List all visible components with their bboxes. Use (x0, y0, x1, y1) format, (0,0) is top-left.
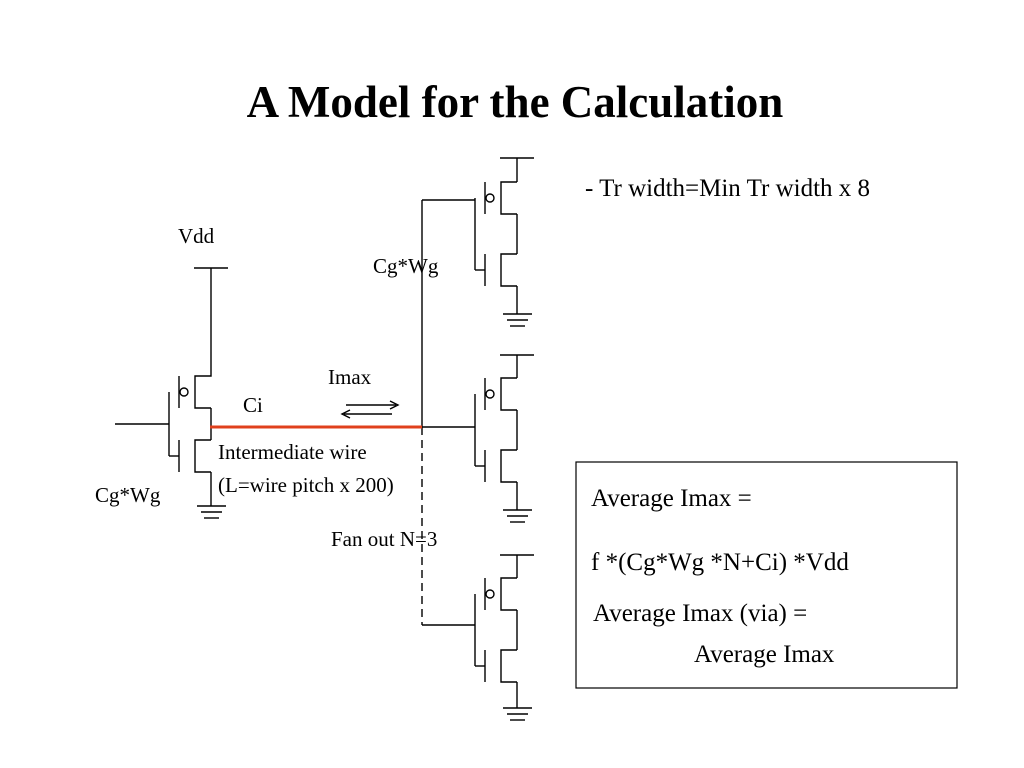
receiver-inverter-3 (422, 554, 534, 721)
formula-line2: f *(Cg*Wg *N+Ci) *Vdd (591, 549, 849, 576)
formula-line4: Average Imax (694, 641, 835, 668)
receiver-inverter-1 (422, 157, 534, 327)
imax-arrows (340, 400, 400, 419)
imax-label: Imax (328, 365, 372, 389)
receiver-inverter-2 (422, 354, 534, 523)
formula-box: Average Imax = f *(Cg*Wg *N+Ci) *Vdd Ave… (575, 461, 958, 689)
wire-label-line2: (L=wire pitch x 200) (218, 473, 394, 497)
driver-inverter (115, 267, 228, 519)
cgwg-top-label: Cg*Wg (373, 254, 439, 278)
tr-width-note: - Tr width=Min Tr width x 8 (585, 175, 870, 202)
vdd-label: Vdd (178, 224, 215, 248)
formula-line3: Average Imax (via) = (593, 600, 807, 627)
ci-label: Ci (243, 393, 263, 417)
fanout-label: Fan out N=3 (331, 527, 437, 551)
wire-label-line1: Intermediate wire (218, 440, 367, 464)
cgwg-left-label: Cg*Wg (95, 483, 161, 507)
page-title: A Model for the Calculation (246, 77, 784, 127)
formula-line1: Average Imax = (591, 485, 752, 512)
